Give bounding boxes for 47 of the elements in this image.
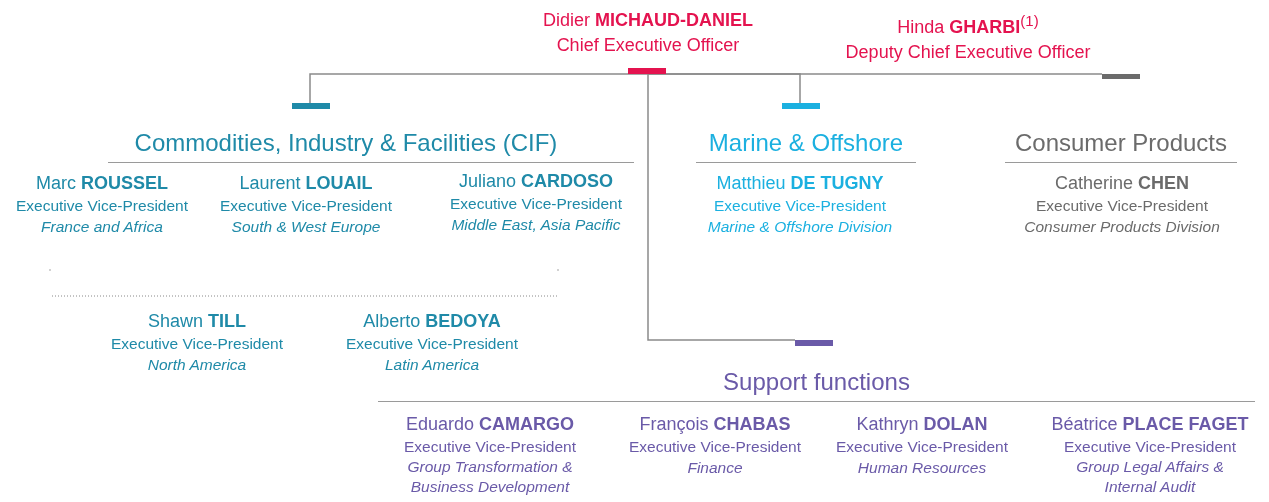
job-title: Executive Vice-President [220,196,392,216]
person-name: Alberto BEDOYA [363,310,501,333]
division-title: Support functions [723,367,910,397]
executive-title: Chief Executive Officer [556,34,740,57]
job-title: Executive Vice-President [346,334,518,354]
division-header [1005,74,1237,163]
person-name: Matthieu DE TUGNY [716,172,884,195]
division-title: Consumer Products [1014,128,1228,158]
executive-name: Didier MICHAUD-DANIEL [543,9,753,32]
job-title: Executive Vice-President [111,334,283,354]
person-name: Marc ROUSSEL [36,172,168,195]
responsibility-label: Marine & Offshore Division [707,217,893,237]
person-name: Laurent LOUAIL [239,172,373,195]
responsibility-label: Group Legal Affairs & Internal Audit [1075,457,1225,497]
person-name: Kathryn DOLAN [856,413,988,436]
job-title: Executive Vice-President [714,196,886,216]
person-name: Juliano CARDOSO [458,170,614,193]
job-title: Executive Vice-President [450,194,622,214]
responsibility-label: Human Resources [857,458,987,478]
job-title: Executive Vice-President [1036,196,1208,216]
connector-line [647,73,1103,75]
responsibility-label: Group Transformation & Business Development [406,457,574,497]
job-title: Executive Vice-President [1064,437,1236,457]
person-name: Béatrice PLACE FAGET [1051,413,1249,436]
responsibility-label: North America [147,355,247,375]
executive-title: Deputy Chief Executive Officer [845,41,1091,64]
person-name: Eduardo CAMARGO [405,413,575,436]
responsibility-label: Latin America [384,355,480,375]
person-name: Shawn TILL [147,310,246,333]
responsibility-label: Middle East, Asia Pacific [451,215,621,235]
division-title: Marine & Offshore [708,128,904,158]
job-title: Executive Vice-President [16,196,188,216]
responsibility-label: France and Africa [41,217,163,237]
responsibility-label: South & West Europe [231,217,381,237]
division-title: Commodities, Industry & Facilities (CIF) [134,128,559,158]
division-header [696,103,916,163]
executive-name: Hinda GHARBI$^{(1)}$ [897,11,1039,39]
job-title: Executive Vice-President [629,437,801,457]
job-title: Executive Vice-President [836,437,1008,457]
connector-line [647,73,796,341]
person-name: François CHABAS [639,413,791,436]
division-header [108,103,634,163]
responsibility-label: Consumer Products Division [1024,217,1220,237]
connector-line [309,73,649,104]
person-name: Catherine CHEN [1054,172,1190,195]
job-title: Executive Vice-President [404,437,576,457]
responsibility-label: Finance [687,458,743,478]
